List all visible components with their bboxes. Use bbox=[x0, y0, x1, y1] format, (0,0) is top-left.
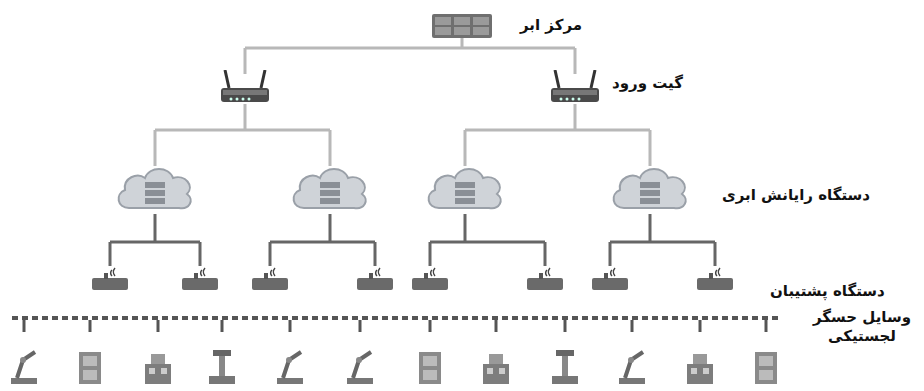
sensor-icon bbox=[145, 354, 171, 384]
sensor-icon bbox=[687, 354, 713, 384]
sensor-icon bbox=[79, 352, 101, 384]
cloud-center-icon bbox=[432, 14, 492, 38]
level-label: گیت ورود bbox=[612, 74, 683, 93]
level-label: وسایل حسگر لجستیکی bbox=[808, 308, 916, 346]
cloud-device-icon bbox=[119, 169, 191, 208]
upper-links bbox=[155, 38, 650, 166]
sensor-icon bbox=[347, 352, 373, 384]
sensor-icon bbox=[755, 352, 777, 384]
support-device-icon bbox=[527, 268, 563, 290]
sensor-bus bbox=[12, 316, 780, 320]
gateway-icon bbox=[551, 70, 599, 102]
sensor-icon bbox=[619, 352, 645, 384]
support-device-icon bbox=[182, 268, 218, 290]
support-device-icon bbox=[412, 268, 448, 290]
lower-links bbox=[110, 214, 715, 266]
level-label: دستگاه رایانش ابری bbox=[722, 186, 870, 205]
gateway-icon bbox=[221, 70, 269, 102]
support-device-icon bbox=[252, 268, 288, 290]
support-device-icon bbox=[592, 268, 628, 290]
sensor-icon bbox=[483, 354, 509, 384]
cloud-device-icon bbox=[614, 169, 686, 208]
sensor-ticks bbox=[24, 320, 766, 332]
sensor-icon bbox=[11, 352, 37, 384]
sensor-icon bbox=[277, 352, 303, 384]
level-label: دستگاه پشتیبان bbox=[770, 282, 885, 301]
level-label: مرکز ابر bbox=[520, 16, 582, 35]
sensor-icon bbox=[209, 350, 235, 384]
sensor-icon bbox=[419, 352, 441, 384]
support-device-icon bbox=[697, 268, 733, 290]
cloud-device-icon bbox=[294, 169, 366, 208]
cloud-device-icon bbox=[429, 169, 501, 208]
sensor-icon bbox=[552, 350, 578, 384]
support-device-icon bbox=[357, 268, 393, 290]
support-device-icon bbox=[92, 268, 128, 290]
